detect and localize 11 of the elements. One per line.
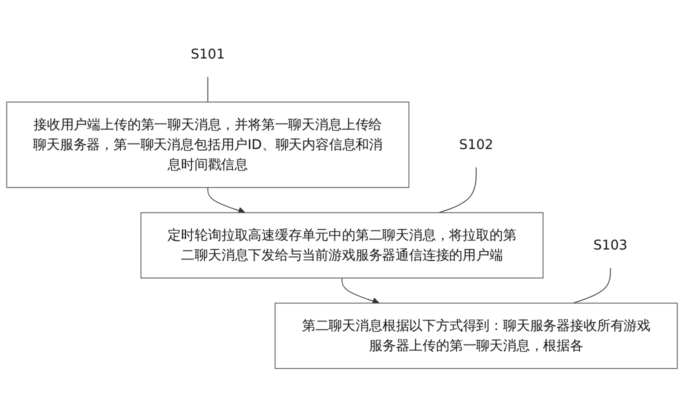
connector: [207, 76, 208, 102]
arrow: [342, 278, 380, 304]
node-text: S101: [190, 46, 225, 62]
connector: [572, 267, 611, 304]
connector: [438, 166, 477, 213]
node-box: 第二聊天消息根据以下方式得到：聊天服务器接收所有游戏服务器上传的第一聊天消息，根据各: [274, 302, 678, 369]
node-box: 接收用户端上传的第一聊天消息，并将第一聊天消息上传给聊天服务器，第一聊天消息包括用户ID、聊天内容信息和消息时间戳信息: [6, 102, 410, 188]
node-text: S103: [593, 236, 628, 253]
node-box: 定时轮询拉取高速缓存单元中的第二聊天消息，将拉取的第二聊天消息下发给与当前游戏服务器通信连接的用户端: [140, 212, 544, 278]
arrow: [207, 187, 246, 214]
node-text: S102: [459, 136, 494, 152]
